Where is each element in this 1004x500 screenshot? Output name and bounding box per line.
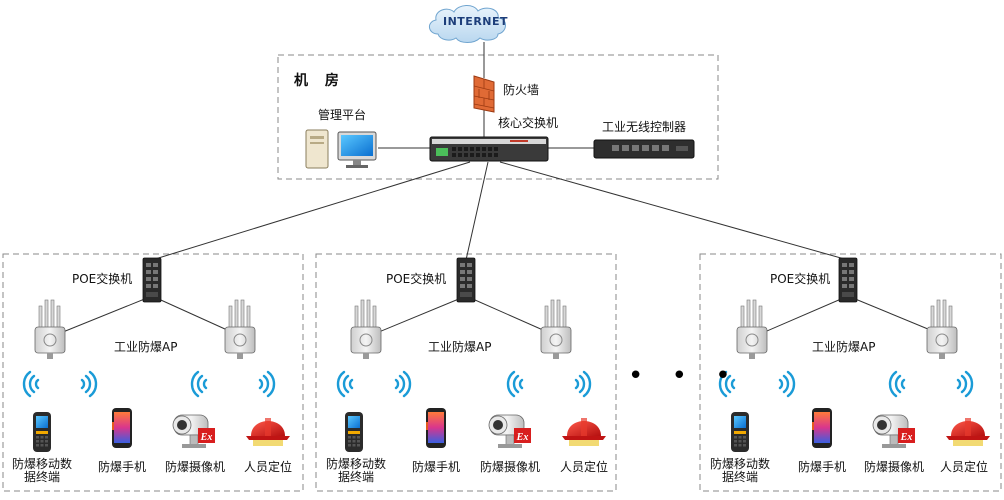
management-platform-label: 管理平台 bbox=[318, 108, 367, 122]
rugged-terminal-icon bbox=[731, 412, 749, 452]
poe-switch-icon bbox=[456, 257, 476, 303]
poe-switch-icon bbox=[142, 257, 162, 303]
explosion-proof-ap-icon bbox=[224, 299, 256, 360]
wifi-icon bbox=[190, 370, 208, 398]
wireless-controller-label: 工业无线控制器 bbox=[602, 120, 687, 134]
device-label: 防爆摄像机 bbox=[863, 460, 925, 474]
camera-icon bbox=[872, 414, 916, 449]
explosion-proof-ap-icon bbox=[350, 299, 382, 360]
wifi-icon bbox=[258, 370, 276, 398]
wireless-controller-icon bbox=[593, 139, 695, 159]
phone-icon bbox=[812, 408, 832, 448]
explosion-proof-ap-icon bbox=[736, 299, 768, 360]
device-label: 人员定位 bbox=[559, 460, 609, 474]
helmet-icon bbox=[246, 418, 290, 446]
poe-switch-label: POE交换机 bbox=[770, 272, 831, 286]
zone-2-border bbox=[315, 253, 617, 492]
wifi-icon bbox=[506, 370, 524, 398]
device-label: 防爆移动数 据终端 bbox=[709, 457, 771, 484]
poe-switch-label: POE交换机 bbox=[386, 272, 447, 286]
firewall-icon bbox=[473, 75, 495, 113]
phone-icon bbox=[426, 408, 446, 448]
helmet-icon bbox=[946, 418, 990, 446]
poe-switch-label: POE交换机 bbox=[72, 272, 133, 286]
firewall-label: 防火墙 bbox=[503, 83, 540, 97]
wifi-icon bbox=[22, 370, 40, 398]
ap-label: 工业防爆AP bbox=[114, 340, 178, 354]
machine-room-title: 机 房 bbox=[294, 73, 345, 89]
management-pc-icon bbox=[305, 129, 377, 169]
poe-switch-icon bbox=[838, 257, 858, 303]
ap-label: 工业防爆AP bbox=[428, 340, 492, 354]
core-switch-label: 核心交换机 bbox=[498, 116, 559, 130]
camera-icon bbox=[172, 414, 216, 449]
machine-room-border bbox=[277, 54, 719, 180]
explosion-proof-ap-icon bbox=[926, 299, 958, 360]
phone-icon bbox=[112, 408, 132, 448]
device-label: 防爆手机 bbox=[411, 460, 461, 474]
connection-lines bbox=[57, 42, 941, 335]
wifi-icon bbox=[80, 370, 98, 398]
device-label: 防爆摄像机 bbox=[164, 460, 226, 474]
internet-label: INTERNET bbox=[443, 15, 509, 28]
internet-cloud-icon bbox=[429, 5, 506, 43]
device-label: 防爆移动数 据终端 bbox=[325, 457, 387, 484]
device-label: 防爆移动数 据终端 bbox=[11, 457, 73, 484]
wifi-signals bbox=[22, 370, 974, 398]
device-label: 防爆摄像机 bbox=[479, 460, 541, 474]
core-switch-icon bbox=[429, 136, 549, 162]
wifi-icon bbox=[778, 370, 796, 398]
device-label: 人员定位 bbox=[243, 460, 293, 474]
wifi-icon bbox=[336, 370, 354, 398]
helmet-icon bbox=[562, 418, 606, 446]
rugged-terminal-icon bbox=[33, 412, 51, 452]
wifi-icon bbox=[888, 370, 906, 398]
rugged-terminal-icon bbox=[345, 412, 363, 452]
wifi-icon bbox=[394, 370, 412, 398]
camera-icon bbox=[488, 414, 532, 449]
device-label: 防爆手机 bbox=[97, 460, 147, 474]
zone-3-border bbox=[699, 253, 1002, 492]
zone-1-border bbox=[2, 253, 304, 492]
device-label: 防爆手机 bbox=[797, 460, 847, 474]
wifi-icon bbox=[574, 370, 592, 398]
device-label: 人员定位 bbox=[939, 460, 989, 474]
explosion-proof-ap-icon bbox=[540, 299, 572, 360]
more-zones-ellipsis: • • • bbox=[628, 361, 741, 391]
ap-label: 工业防爆AP bbox=[812, 340, 876, 354]
wifi-icon bbox=[956, 370, 974, 398]
explosion-proof-ap-icon bbox=[34, 299, 66, 360]
